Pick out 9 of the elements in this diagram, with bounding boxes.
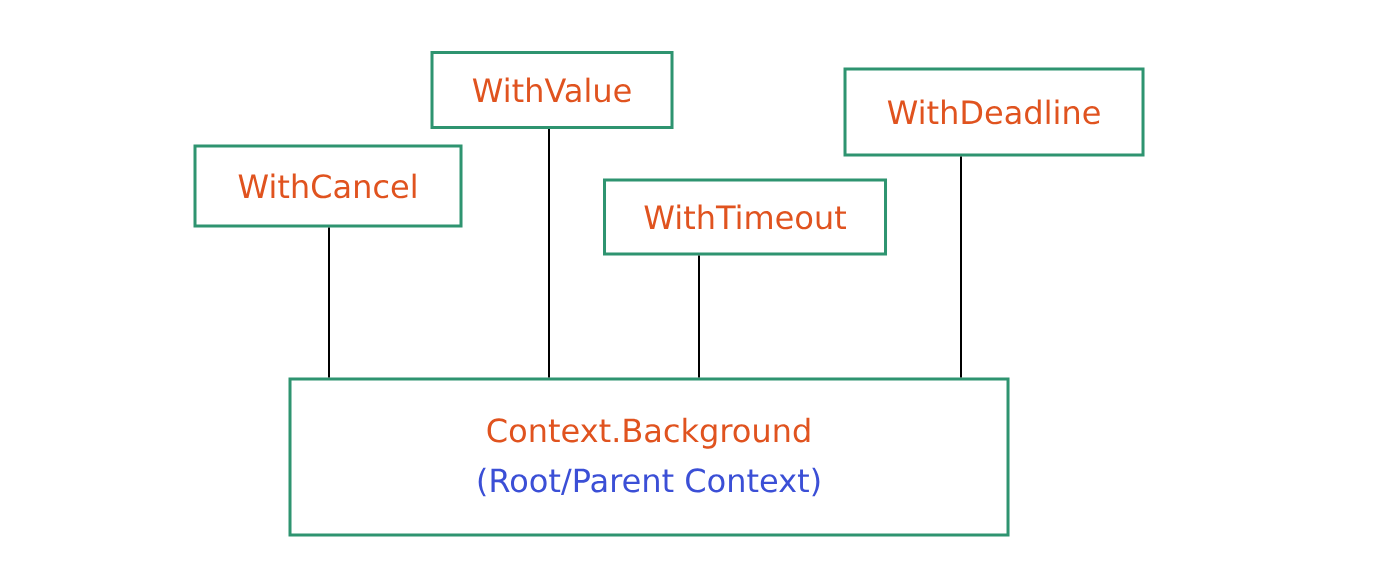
connector-line [328,226,330,379]
box: WithCancel [193,144,463,228]
connector-line [548,128,550,379]
connector-line [698,254,700,379]
connector-line [960,155,962,379]
box: Context.Background (Root/Parent Context) [288,377,1010,537]
box: WithDeadline [843,67,1145,157]
box: WithValue [430,51,674,129]
box: WithTimeout [603,178,887,256]
